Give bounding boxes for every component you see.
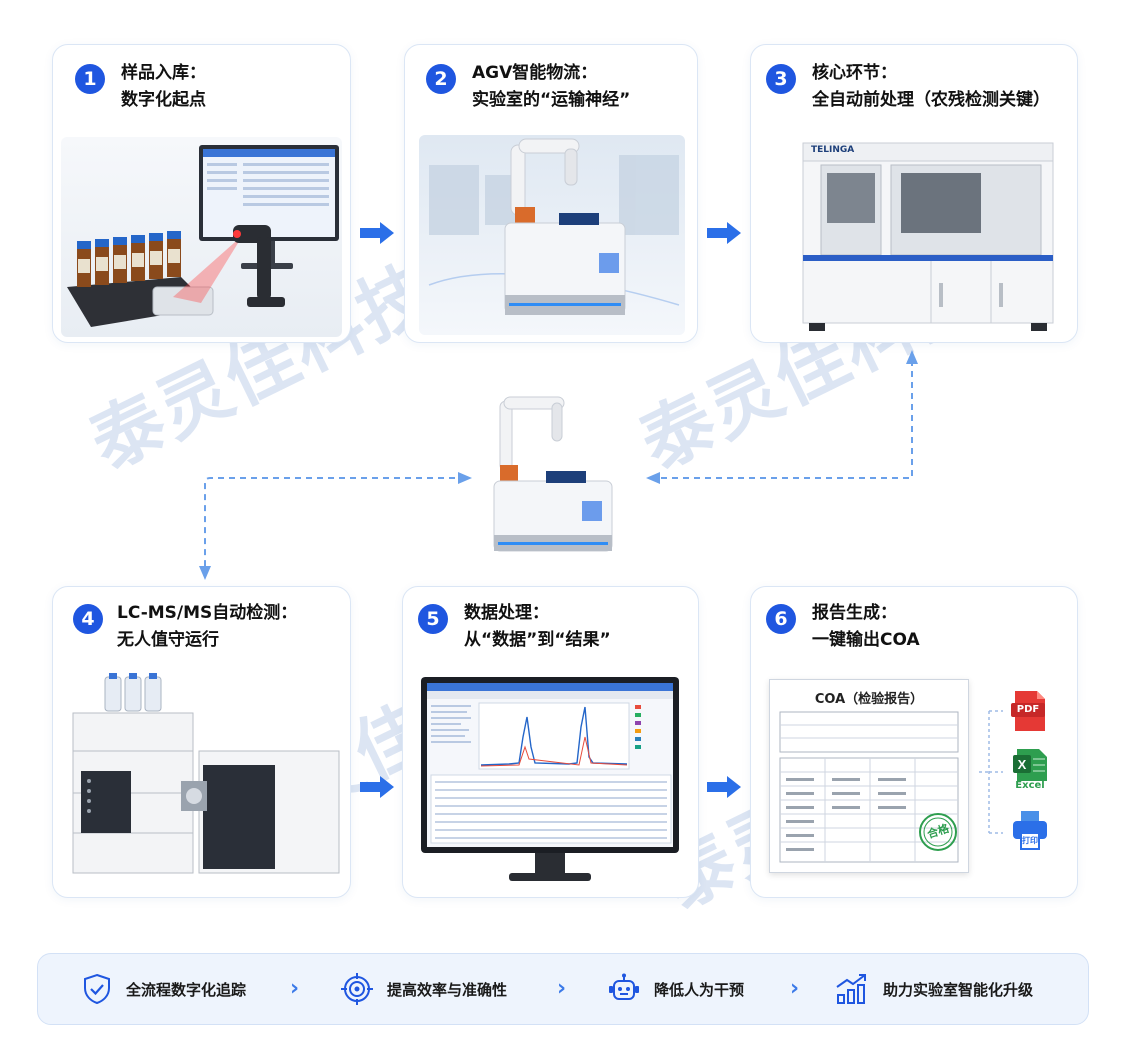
svg-text:X: X [1018, 757, 1027, 772]
shield-check-icon [84, 973, 110, 1005]
step-title: 样品入库：数字化起点 [121, 63, 206, 110]
step-card-2: 2 AGV智能物流：实验室的“运输神经” [404, 44, 698, 343]
flow-arrow-icon [360, 222, 394, 244]
equipment-brand-label: TELINGA [811, 145, 855, 155]
output-connector-lines [979, 710, 1003, 834]
excel-file-icon[interactable]: X Excel [1009, 747, 1051, 791]
target-icon [341, 973, 373, 1005]
lcms-instrument-image [63, 671, 343, 881]
coa-report-document: COA（检验报告） 合格 [769, 679, 969, 873]
step-number-badge: 2 [426, 64, 456, 94]
step-number-badge: 4 [73, 604, 103, 634]
step-title: AGV智能物流：实验室的“运输神经” [472, 63, 631, 110]
growth-chart-icon [836, 974, 866, 1004]
step-title: LC-MS/MS自动检测：无人值守运行 [117, 603, 298, 650]
robot-icon [609, 973, 639, 1000]
pretreatment-workstation-image: TELINGA [761, 133, 1067, 338]
chevron-right-icon: › [790, 976, 800, 1001]
coa-report-title: COA（检验报告） [814, 692, 924, 707]
printer-icon[interactable]: 打印 [1009, 809, 1051, 853]
flow-arrow-icon [707, 776, 741, 798]
center-agv-robot-image [486, 395, 616, 560]
step-card-3: 3 核心环节：全自动前处理（农残检测关键） TELINGA [750, 44, 1078, 343]
chevron-right-icon: › [557, 976, 567, 1001]
flow-arrow-icon [360, 776, 394, 798]
step-card-1: 1 样品入库：数字化起点 [52, 44, 351, 343]
flow-arrow-icon [707, 222, 741, 244]
agv-connector-lines [199, 350, 918, 580]
step-card-6: 6 报告生成：一键输出COA COA（检验报告） 合格 PDF X [750, 586, 1078, 898]
data-processing-monitor-image [419, 677, 681, 887]
step-number-badge: 1 [75, 64, 105, 94]
chevron-right-icon: › [290, 976, 300, 1001]
agv-robot-image [419, 135, 685, 335]
step-number-badge: 6 [766, 604, 796, 634]
benefit-item: 助力实验室智能化升级 [835, 954, 1033, 1024]
benefit-item: 降低人为干预 [608, 954, 744, 1024]
step-number-badge: 3 [766, 64, 796, 94]
step-title: 核心环节：全自动前处理（农残检测关键） [812, 63, 1050, 110]
benefits-bar: 全流程数字化追踪 › 提高效率与准确性 › 降低人为干预 › 助力实验室智能化升… [37, 953, 1089, 1025]
benefit-item: 全流程数字化追踪 [82, 954, 246, 1024]
step-title: 数据处理：从“数据”到“结果” [464, 603, 611, 650]
sample-intake-scanner-image [61, 137, 342, 337]
benefit-item: 提高效率与准确性 [341, 954, 507, 1024]
pdf-file-icon[interactable]: PDF [1009, 689, 1051, 733]
step-title: 报告生成：一键输出COA [812, 603, 920, 650]
step-number-badge: 5 [418, 604, 448, 634]
step-card-5: 5 数据处理：从“数据”到“结果” [402, 586, 699, 898]
step-card-4: 4 LC-MS/MS自动检测：无人值守运行 [52, 586, 351, 898]
